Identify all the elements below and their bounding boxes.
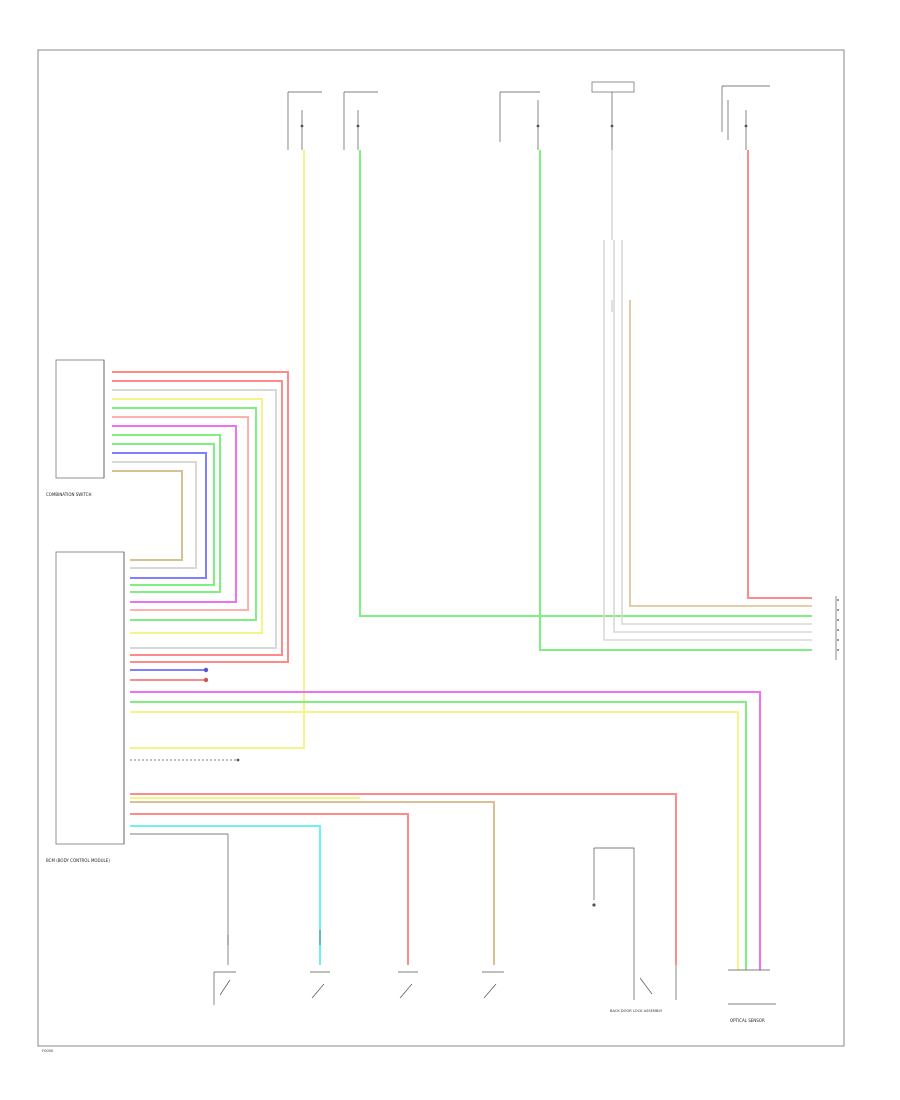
wire-green-long bbox=[130, 701, 747, 970]
back-door-switch: BACK DOOR LOCK ASSEMBLY bbox=[592, 847, 677, 1013]
switch-1 bbox=[213, 935, 236, 1005]
wire-green-left-main bbox=[359, 150, 812, 617]
wire-magenta-1 bbox=[112, 425, 237, 603]
wire-red-2 bbox=[112, 380, 283, 656]
diagram-frame bbox=[37, 49, 845, 1047]
power-source-1 bbox=[287, 91, 322, 150]
switch-3 bbox=[398, 971, 418, 999]
power-source-2 bbox=[343, 91, 378, 150]
wire-green-right-main bbox=[539, 150, 812, 651]
right-connector bbox=[835, 596, 839, 660]
wire-red-lower bbox=[130, 793, 677, 965]
gray-bundle bbox=[603, 150, 812, 641]
wire-tan-1 bbox=[112, 470, 183, 561]
wire-cyan-lower bbox=[130, 825, 321, 965]
switch-2 bbox=[310, 930, 330, 999]
wire-yellow-main bbox=[130, 150, 305, 749]
power-source-5 bbox=[721, 85, 770, 150]
wire-red-right-main bbox=[747, 150, 812, 599]
switch-4 bbox=[482, 971, 504, 999]
wire-gray-2 bbox=[112, 461, 197, 569]
wire-pink-1 bbox=[112, 416, 249, 611]
control-unit: BCM (BODY CONTROL MODULE) bbox=[46, 551, 125, 863]
combination-switch-label: COMBINATION SWITCH bbox=[46, 492, 91, 497]
wire-tan-lower bbox=[130, 801, 495, 965]
wire-yellow-1 bbox=[112, 398, 263, 634]
control-unit-label: BCM (BODY CONTROL MODULE) bbox=[46, 858, 110, 863]
wire-red-lower-2 bbox=[130, 813, 409, 965]
optical-sensor-label: OPTICAL SENSOR bbox=[730, 1018, 765, 1023]
wire-blue-1 bbox=[112, 452, 207, 579]
wire-yellow-long bbox=[130, 711, 739, 970]
power-source-4 bbox=[591, 81, 635, 150]
sensor-harness bbox=[130, 793, 677, 965]
power-source-3 bbox=[499, 91, 540, 150]
wire-green-1 bbox=[112, 407, 257, 621]
wire-green-2 bbox=[112, 434, 221, 593]
optical-sensor: OPTICAL SENSOR bbox=[728, 969, 776, 1023]
switch-harness bbox=[112, 371, 289, 663]
wire-gray-1 bbox=[112, 389, 277, 649]
bcm-signals bbox=[130, 669, 761, 970]
combination-switch: COMBINATION SWITCH bbox=[46, 359, 105, 497]
wire-green-3 bbox=[112, 443, 215, 586]
back-door-switch-label: BACK DOOR LOCK ASSEMBLY bbox=[610, 1009, 663, 1013]
footer-code: F0000 bbox=[42, 1049, 54, 1053]
wire-red-1 bbox=[112, 371, 289, 663]
wire-violet-long bbox=[130, 691, 761, 970]
